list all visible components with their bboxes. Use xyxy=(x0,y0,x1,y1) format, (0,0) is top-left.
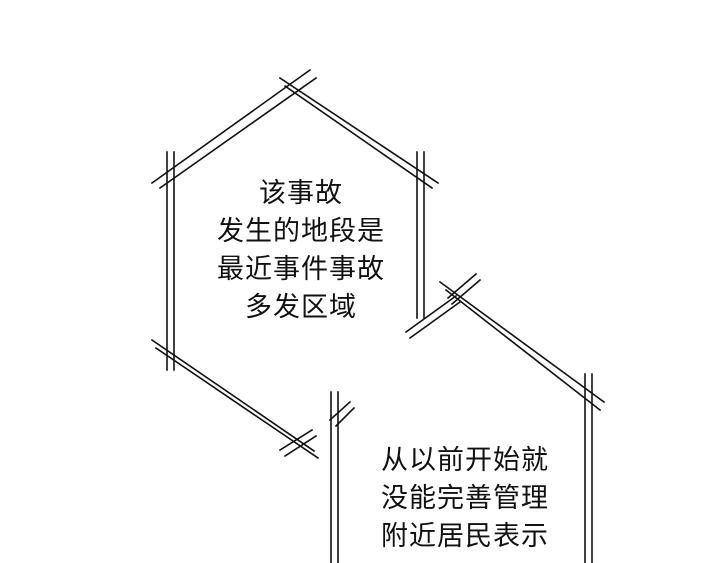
bubble-2-line-1: 从以前开始就 xyxy=(381,445,549,476)
bubble-1-line-1: 该事故 xyxy=(259,178,343,209)
speech-bubble-1-text: 该事故 发生的地段是 最近事件事故 多发区域 xyxy=(186,175,416,327)
bubble-2-line-3: 附近居民表示 xyxy=(381,521,549,552)
speech-bubble-2-outline xyxy=(328,272,606,563)
bubble-2-line-2: 没能完善管理 xyxy=(381,483,549,514)
speech-bubble-2-text: 从以前开始就 没能完善管理 附近居民表示 xyxy=(355,442,575,556)
speech-bubble-1-outline xyxy=(150,68,462,460)
bubble-1-line-4: 多发区域 xyxy=(245,292,357,323)
bubble-1-line-2: 发生的地段是 xyxy=(217,216,385,247)
bubble-1-line-3: 最近事件事故 xyxy=(217,254,385,285)
